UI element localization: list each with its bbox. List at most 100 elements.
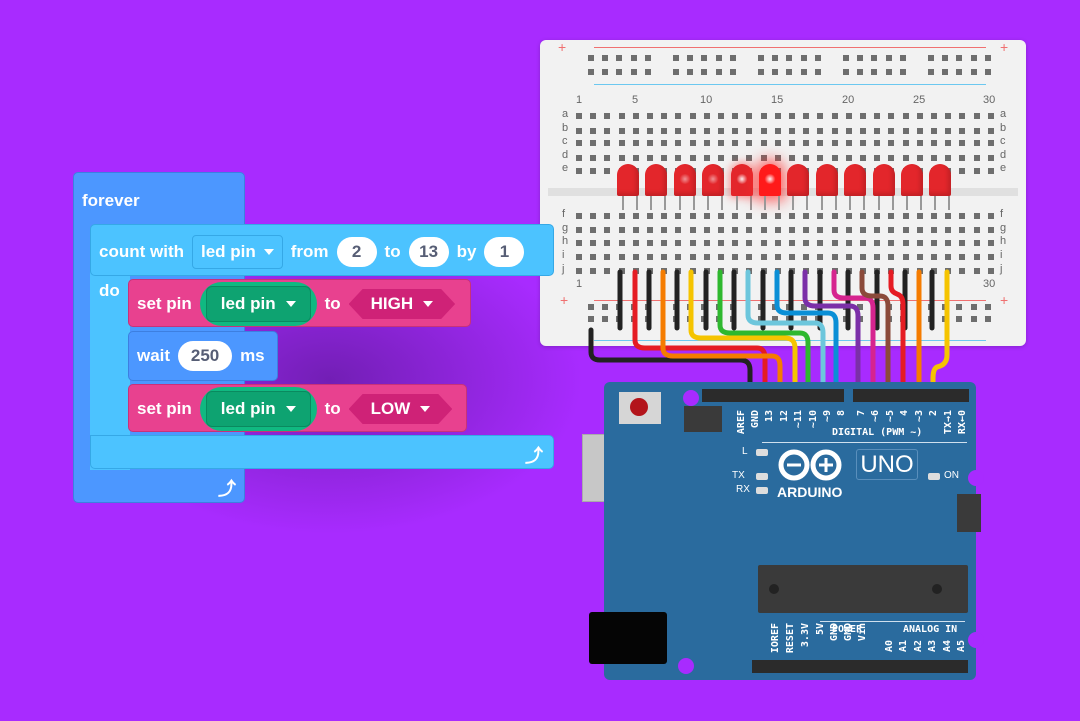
led[interactable] <box>673 164 696 210</box>
breadboard-hole[interactable] <box>661 254 668 260</box>
breadboard-hole[interactable] <box>718 254 724 260</box>
breadboard-hole[interactable] <box>789 227 795 233</box>
breadboard-hole[interactable] <box>902 113 909 119</box>
reset-button[interactable] <box>619 392 661 424</box>
breadboard-hole[interactable] <box>987 254 994 260</box>
breadboard-hole[interactable] <box>888 240 895 246</box>
breadboard-hole[interactable] <box>987 227 994 233</box>
breadboard-hole[interactable] <box>871 55 878 61</box>
breadboard-hole[interactable] <box>590 113 597 119</box>
breadboard-hole[interactable] <box>970 304 977 310</box>
breadboard-hole[interactable] <box>675 213 682 219</box>
breadboard-hole[interactable] <box>604 113 611 119</box>
wait-input[interactable]: 250 <box>178 341 233 371</box>
pin-state-dropdown[interactable]: HIGH <box>349 289 456 319</box>
breadboard-hole[interactable] <box>831 213 838 219</box>
breadboard-hole[interactable] <box>632 113 639 119</box>
breadboard-hole[interactable] <box>857 55 864 61</box>
breadboard-hole[interactable] <box>843 55 849 61</box>
breadboard-hole[interactable] <box>618 254 625 260</box>
led[interactable] <box>702 164 725 210</box>
breadboard-hole[interactable] <box>618 140 625 146</box>
breadboard-hole[interactable] <box>902 227 909 233</box>
breadboard-hole[interactable] <box>970 55 977 61</box>
breadboard-hole[interactable] <box>732 254 739 260</box>
set-pin-low-block[interactable]: set pin led pin to LOW <box>128 384 467 432</box>
breadboard-hole[interactable] <box>987 168 994 174</box>
breadboard-hole[interactable] <box>931 113 937 119</box>
breadboard-hole[interactable] <box>647 140 653 146</box>
breadboard-hole[interactable] <box>916 128 923 134</box>
breadboard-hole[interactable] <box>931 213 937 219</box>
breadboard-hole[interactable] <box>758 55 764 61</box>
breadboard-hole[interactable] <box>732 140 739 146</box>
breadboard-hole[interactable] <box>618 240 625 246</box>
breadboard-hole[interactable] <box>857 69 864 75</box>
breadboard-hole[interactable] <box>789 254 795 260</box>
breadboard-hole[interactable] <box>789 113 795 119</box>
pin-variable-reporter[interactable]: led pin <box>199 282 317 326</box>
breadboard-hole[interactable] <box>928 55 934 61</box>
breadboard-hole[interactable] <box>800 316 807 322</box>
breadboard-hole[interactable] <box>644 55 651 61</box>
breadboard-hole[interactable] <box>860 113 866 119</box>
by-input[interactable]: 1 <box>484 237 525 267</box>
breadboard-hole[interactable] <box>916 155 923 161</box>
breadboard-hole[interactable] <box>604 268 611 274</box>
breadboard-hole[interactable] <box>588 316 594 322</box>
breadboard-hole[interactable] <box>602 316 609 322</box>
breadboard-hole[interactable] <box>675 155 682 161</box>
breadboard-hole[interactable] <box>632 240 639 246</box>
breadboard-hole[interactable] <box>604 168 611 174</box>
breadboard-hole[interactable] <box>874 240 881 246</box>
breadboard-hole[interactable] <box>661 128 668 134</box>
breadboard-hole[interactable] <box>772 55 779 61</box>
breadboard-hole[interactable] <box>874 155 881 161</box>
breadboard-hole[interactable] <box>902 128 909 134</box>
breadboard-hole[interactable] <box>632 213 639 219</box>
breadboard-hole[interactable] <box>718 240 724 246</box>
breadboard-hole[interactable] <box>732 240 739 246</box>
breadboard-hole[interactable] <box>874 227 881 233</box>
breadboard-hole[interactable] <box>956 316 963 322</box>
breadboard-hole[interactable] <box>786 55 793 61</box>
pin-variable-reporter[interactable]: led pin <box>199 387 317 431</box>
breadboard-hole[interactable] <box>675 254 682 260</box>
breadboard-hole[interactable] <box>718 227 724 233</box>
breadboard-hole[interactable] <box>576 140 582 146</box>
breadboard-hole[interactable] <box>774 227 781 233</box>
breadboard-hole[interactable] <box>945 155 952 161</box>
breadboard-hole[interactable] <box>689 155 696 161</box>
breadboard-hole[interactable] <box>689 227 696 233</box>
breadboard-hole[interactable] <box>732 213 739 219</box>
breadboard-hole[interactable] <box>760 254 767 260</box>
pin-variable-dropdown[interactable]: led pin <box>205 286 311 322</box>
breadboard-hole[interactable] <box>885 55 892 61</box>
breadboard-hole[interactable] <box>984 55 991 61</box>
breadboard-hole[interactable] <box>661 227 668 233</box>
breadboard-hole[interactable] <box>817 128 824 134</box>
breadboard-hole[interactable] <box>845 213 852 219</box>
breadboard-hole[interactable] <box>644 69 651 75</box>
breadboard-hole[interactable] <box>746 128 753 134</box>
breadboard-hole[interactable] <box>618 213 625 219</box>
led[interactable] <box>901 164 923 210</box>
breadboard-hole[interactable] <box>647 254 653 260</box>
breadboard-hole[interactable] <box>715 69 722 75</box>
breadboard-hole[interactable] <box>973 113 980 119</box>
breadboard-hole[interactable] <box>973 140 980 146</box>
led[interactable] <box>844 164 867 210</box>
breadboard-hole[interactable] <box>689 213 696 219</box>
breadboard-hole[interactable] <box>729 69 736 75</box>
breadboard-hole[interactable] <box>746 240 753 246</box>
breadboard-hole[interactable] <box>945 128 952 134</box>
breadboard-hole[interactable] <box>899 55 906 61</box>
breadboard-hole[interactable] <box>689 140 696 146</box>
breadboard-hole[interactable] <box>590 213 597 219</box>
breadboard-hole[interactable] <box>874 254 881 260</box>
wait-block[interactable]: wait 250 ms <box>128 331 278 381</box>
pin-variable-dropdown[interactable]: led pin <box>205 391 311 427</box>
breadboard-hole[interactable] <box>987 113 994 119</box>
breadboard-hole[interactable] <box>831 227 838 233</box>
breadboard-hole[interactable] <box>860 128 866 134</box>
